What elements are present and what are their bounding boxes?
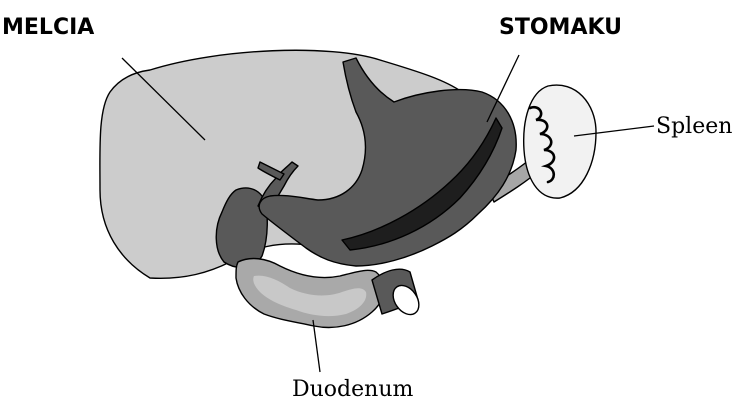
- duodenum-leader-line: [313, 320, 320, 372]
- liver-label: MELCIA: [2, 15, 94, 40]
- spleen-shape: [524, 85, 596, 198]
- duodenum-label: Duodenum: [292, 377, 413, 402]
- stomach-label: STOMAKU: [499, 15, 622, 40]
- spleen-label: Spleen: [656, 114, 732, 139]
